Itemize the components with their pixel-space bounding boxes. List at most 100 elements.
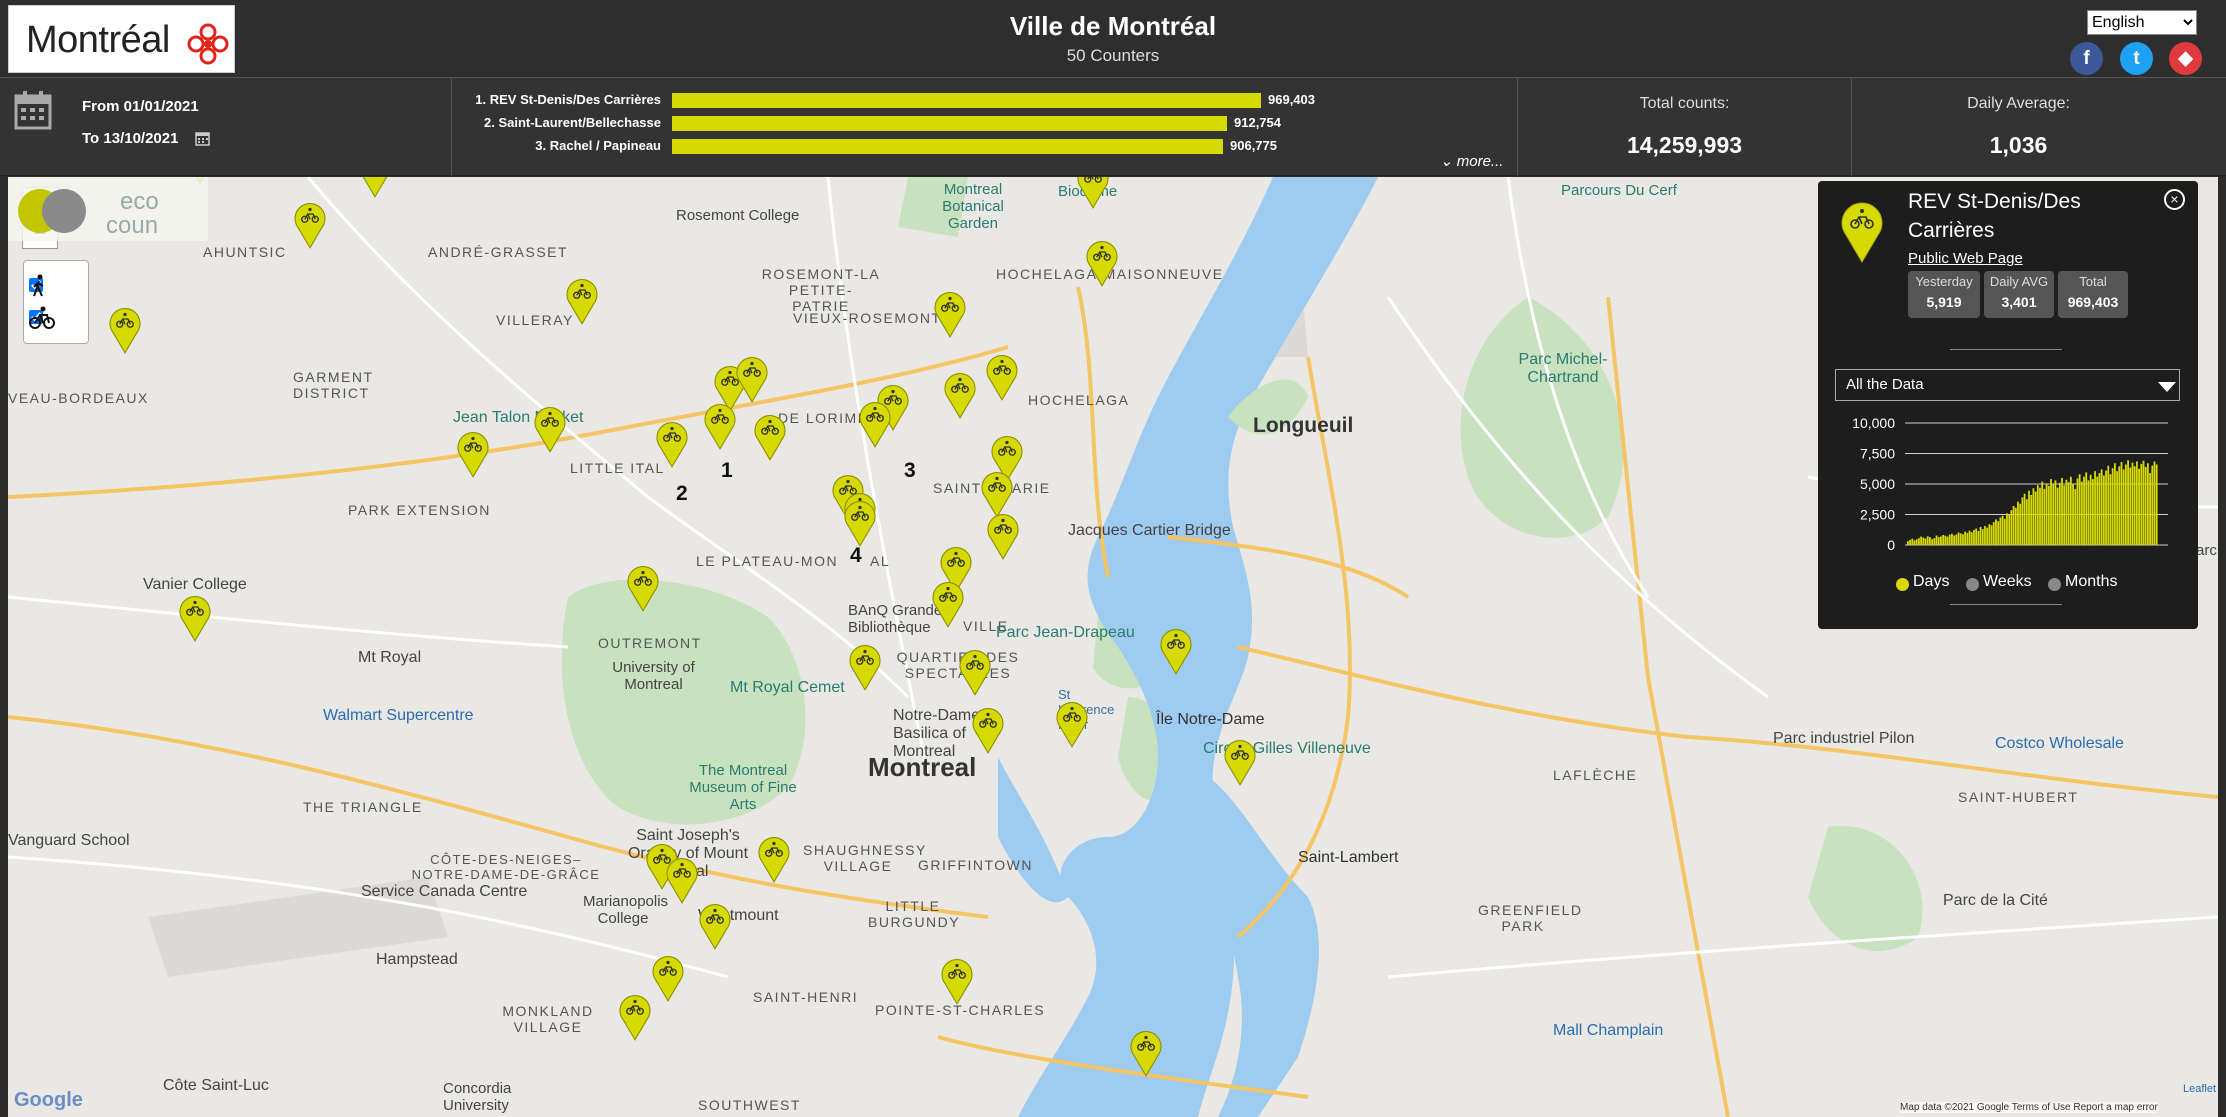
montreal-logo[interactable]: Montréal — [8, 5, 235, 73]
legend-days-radio[interactable] — [1896, 578, 1909, 591]
chart-bar — [2089, 474, 2092, 545]
label-garment-district: GARMENT DISTRICT — [293, 369, 374, 401]
chart-bar — [2142, 460, 2145, 545]
legend-weeks-radio[interactable] — [1966, 578, 1979, 591]
chart-bar — [2124, 464, 2127, 545]
daily-average-label: Daily Average: — [1967, 95, 2070, 112]
chart-bar — [2120, 462, 2123, 545]
chart-bar — [2069, 476, 2072, 545]
more-label: more... — [1456, 153, 1504, 170]
chart-bar — [1942, 534, 1945, 545]
close-icon[interactable]: × — [2164, 189, 2185, 210]
chart-bar — [1948, 534, 1951, 545]
label-hochelaga: HOCHELAGA — [1028, 392, 1130, 408]
chart-bar — [1995, 519, 1997, 545]
stat-daily-avg: Daily AVG 3,401 — [1984, 271, 2054, 318]
total-counts-value: 14,259,993 — [1626, 132, 1743, 158]
map-base — [8, 177, 2218, 1117]
label-parc-de-la-cite: Parc de la Cité — [1943, 892, 2048, 909]
chart-bar — [2025, 499, 2028, 545]
chart-bar — [2135, 461, 2138, 545]
chart-bar — [2102, 475, 2105, 545]
legend-weeks-label[interactable]: Weeks — [1983, 573, 2032, 590]
date-from[interactable]: From 01/01/2021 — [82, 98, 199, 115]
label-costco: Costco Wholesale — [1995, 735, 2124, 752]
chart-bar — [2010, 510, 2013, 545]
date-to[interactable]: To 13/10/2021 — [82, 130, 179, 147]
small-calendar-icon[interactable] — [195, 130, 210, 146]
rank-label-2[interactable]: 2. Saint-Laurent/Bellechasse — [483, 115, 661, 130]
chart-bar — [2153, 461, 2156, 545]
chart-bar — [1918, 538, 1920, 545]
legend-months-radio[interactable] — [2048, 578, 2061, 591]
stat-value: 969,403 — [2067, 294, 2119, 310]
share-icon[interactable]: ◆ — [2169, 42, 2202, 75]
chart-bar — [2131, 462, 2134, 545]
map-attribution[interactable]: Map data ©2021 Google Terms of Use Repor… — [1900, 1102, 2158, 1113]
chart-bar — [2098, 473, 2101, 545]
chart-bar — [2030, 494, 2033, 545]
more-link[interactable]: ⌄ more... — [1440, 152, 1503, 170]
eco-counter-logo[interactable]: eco coun — [8, 177, 208, 241]
chart-bar — [2078, 474, 2081, 545]
label-de-lorimier: DE LORIMIER — [778, 410, 886, 426]
leaflet-link[interactable]: Leaflet — [2183, 1083, 2217, 1095]
google-logo: Google — [14, 1089, 83, 1111]
chart-bar — [1968, 530, 1971, 545]
chart-bar — [1962, 534, 1964, 545]
chart-y-tick: 7,500 — [1860, 446, 1895, 462]
label-ile-notre-dame: Île Notre-Dame — [1156, 711, 1265, 728]
label-saint-hubert: SAINT-HUBERT — [1958, 789, 2079, 805]
chart-bar — [2140, 463, 2143, 545]
facebook-icon[interactable]: f — [2070, 42, 2103, 75]
layer-bicycle[interactable] — [29, 306, 85, 330]
legend-days-label[interactable]: Days — [1913, 573, 1950, 590]
label-cote-saint-luc: Côte Saint-Luc — [163, 1077, 269, 1094]
label-outremont: OUTREMONT — [598, 635, 702, 651]
data-range-select[interactable]: All the Data — [1835, 369, 2180, 401]
label-university-montreal: University of Montreal — [612, 659, 695, 693]
rank-label-1[interactable]: 1. REV St-Denis/Des Carrières — [475, 92, 661, 107]
chart-bar — [2074, 488, 2077, 545]
chart-bar — [2072, 484, 2074, 545]
chart-bar — [1957, 532, 1960, 545]
popup-title: REV St-Denis/Des Carrières — [1908, 190, 2081, 242]
data-range-value: All the Data — [1846, 376, 1924, 393]
label-marianopolis: Marianopolis College — [583, 893, 669, 927]
chart-bar — [1955, 534, 1958, 545]
rosette-icon — [187, 23, 229, 65]
total-counts-label: Total counts: — [1639, 95, 1730, 112]
stat-value: 5,919 — [1926, 294, 1962, 310]
rank-value-1: 969,403 — [1268, 92, 1315, 107]
label-jacques-cartier-bridge: Jacques Cartier Bridge — [1068, 522, 1231, 539]
chart-bar — [2133, 466, 2136, 545]
chart-bar — [2065, 479, 2068, 545]
logo-text: Montréal — [26, 19, 170, 61]
label-cdn-ndg: CÔTE-DES-NEIGES–NOTRE-DAME-DE-GRÂCE — [411, 852, 601, 882]
chart-bar — [2105, 470, 2107, 545]
twitter-icon[interactable]: t — [2120, 42, 2153, 75]
marker-number-4: 4 — [850, 544, 862, 567]
chart-bar — [1946, 536, 1949, 545]
chart-bar — [2109, 474, 2112, 545]
label-vanguard-school: Vanguard School — [8, 832, 130, 849]
label-concordia: Concordia University — [443, 1080, 512, 1114]
chart-y-tick: 10,000 — [1852, 415, 1895, 431]
chart-bar — [2122, 469, 2125, 545]
layer-pedestrian[interactable] — [29, 274, 85, 298]
rank-label-3[interactable]: 3. Rachel / Papineau — [535, 138, 661, 153]
legend-months-label[interactable]: Months — [2065, 573, 2118, 590]
chart-bar — [2047, 485, 2050, 545]
label-notre-dame-basilica: Notre-Dame Basilica of Montreal — [893, 707, 981, 760]
chart-bar — [1931, 539, 1934, 545]
public-web-page-link[interactable]: Public Web Page — [1908, 250, 2023, 267]
chart-bar — [1979, 526, 1982, 545]
language-select[interactable]: English — [2087, 10, 2197, 35]
chart-bar — [1970, 532, 1973, 545]
chart-bar — [1984, 525, 1986, 545]
label-villeray: VILLERAY — [496, 312, 574, 328]
calendar-icon[interactable] — [14, 90, 52, 130]
chart-bar — [2116, 471, 2118, 545]
